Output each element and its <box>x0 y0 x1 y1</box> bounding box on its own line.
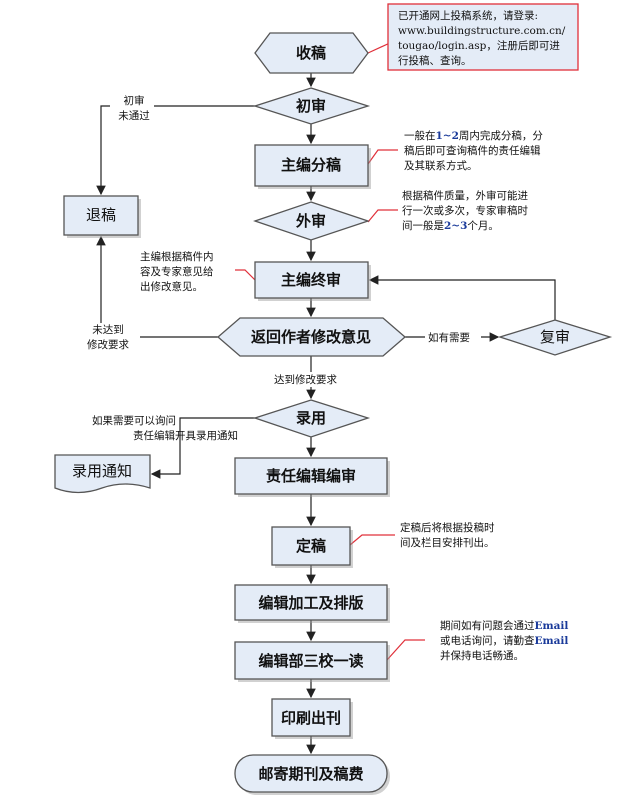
note-line: 出修改意见。 <box>140 280 203 293</box>
node-label: 印刷出刊 <box>281 709 341 727</box>
node-label: 编辑加工及排版 <box>258 594 363 612</box>
node-label: 录用通知 <box>72 462 132 480</box>
note-line: 一般在1~2周内完成分稿，分 <box>404 129 543 142</box>
note-online-system: 已开通网上投稿系统，请登录: www.buildingstructure.com… <box>387 3 579 71</box>
node-label: 初审 <box>296 97 326 115</box>
label-not-met-1: 未达到 <box>92 324 124 336</box>
node-typeset[interactable]: 编辑加工及排版 <box>234 584 390 623</box>
node-label: 录用 <box>296 409 326 427</box>
note-line: 稿后即可查询稿件的责任编辑 <box>404 144 541 157</box>
node-label: 编辑部三校一读 <box>258 652 363 670</box>
label-initial-fail-1: 初审 <box>124 94 145 107</box>
note-line: 行一次或多次，专家审稿时 <box>402 204 528 217</box>
note-line: 根据稿件质量，外审可能进 <box>402 189 528 202</box>
node-label: 复审 <box>540 328 570 346</box>
node-label: 主编终审 <box>281 271 341 289</box>
node-editor-review[interactable]: 责任编辑编审 <box>234 457 390 497</box>
note-line: 并保持电话畅通。 <box>440 649 524 662</box>
label-met: 达到修改要求 <box>274 373 337 386</box>
note-line: 行投稿、查询。 <box>398 54 472 67</box>
node-proofread[interactable]: 编辑部三校一读 <box>234 641 390 682</box>
note-finalize: 定稿后将根据投稿时 间及栏目安排刊出。 <box>400 521 495 549</box>
node-finalize[interactable]: 定稿 <box>271 526 353 568</box>
node-submit[interactable]: 收稿 <box>254 32 369 74</box>
edge-labels: 初审 未通过 未达到 修改要求 如有需要 达到修改要求 <box>80 94 481 387</box>
note-final: 主编根据稿件内 容及专家意见给 出修改意见。 <box>140 250 214 293</box>
note-line: 定稿后将根据投稿时 <box>400 521 495 534</box>
node-external-review[interactable]: 外审 <box>252 201 371 241</box>
note-line: 如果需要可以询问 <box>92 414 176 427</box>
label-if-needed: 如有需要 <box>428 331 470 344</box>
node-revise[interactable]: 返回作者修改意见 <box>217 317 406 357</box>
note-line: tougao/login.asp，注册后即可进 <box>398 39 560 52</box>
note-line: 已开通网上投稿系统，请登录: <box>398 9 538 22</box>
node-label: 定稿 <box>296 537 326 555</box>
node-reject[interactable]: 退稿 <box>63 195 141 238</box>
node-label: 返回作者修改意见 <box>251 328 371 346</box>
note-line: 间一般是2~3个月。 <box>402 219 499 232</box>
note-line: 主编根据稿件内 <box>140 250 214 263</box>
node-print[interactable]: 印刷出刊 <box>271 698 353 739</box>
node-label: 退稿 <box>86 206 116 224</box>
note-line: 间及栏目安排刊出。 <box>400 536 495 549</box>
note-line: 或电话询问，请勤查Email <box>440 634 568 647</box>
node-mail[interactable]: 邮寄期刊及稿费 <box>234 754 390 795</box>
label-not-met-2: 修改要求 <box>87 338 129 351</box>
node-accept-notice[interactable]: 录用通知 <box>54 454 151 494</box>
node-label: 主编分稿 <box>281 156 341 174</box>
node-final-review[interactable]: 主编终审 <box>254 261 371 301</box>
node-assign[interactable]: 主编分稿 <box>254 144 371 189</box>
note-line: 期间如有问题会通过Email <box>440 619 568 632</box>
node-initial-review[interactable]: 初审 <box>252 87 371 125</box>
callout-leaders <box>235 41 425 661</box>
note-line: 容及专家意见给 <box>140 265 214 278</box>
note-line: 责任编辑开具录用通知 <box>133 429 238 442</box>
label-initial-fail-2: 未通过 <box>118 109 150 122</box>
node-accept[interactable]: 录用 <box>252 399 371 438</box>
note-line: 及其联系方式。 <box>404 159 478 172</box>
node-label: 邮寄期刊及稿费 <box>258 765 363 783</box>
note-notice: 如果需要可以询问 责任编辑开具录用通知 <box>92 414 238 442</box>
note-external: 根据稿件质量，外审可能进 行一次或多次，专家审稿时 间一般是2~3个月。 <box>402 189 528 232</box>
note-url[interactable]: www.buildingstructure.com.cn/ <box>398 25 566 37</box>
note-assign: 一般在1~2周内完成分稿，分 稿后即可查询稿件的责任编辑 及其联系方式。 <box>404 129 543 172</box>
node-label: 外审 <box>295 212 326 230</box>
node-label: 责任编辑编审 <box>266 467 356 485</box>
note-proof: 期间如有问题会通过Email 或电话询问，请勤查Email 并保持电话畅通。 <box>440 619 568 662</box>
node-re-review[interactable]: 复审 <box>497 319 613 356</box>
node-label: 收稿 <box>296 44 326 62</box>
